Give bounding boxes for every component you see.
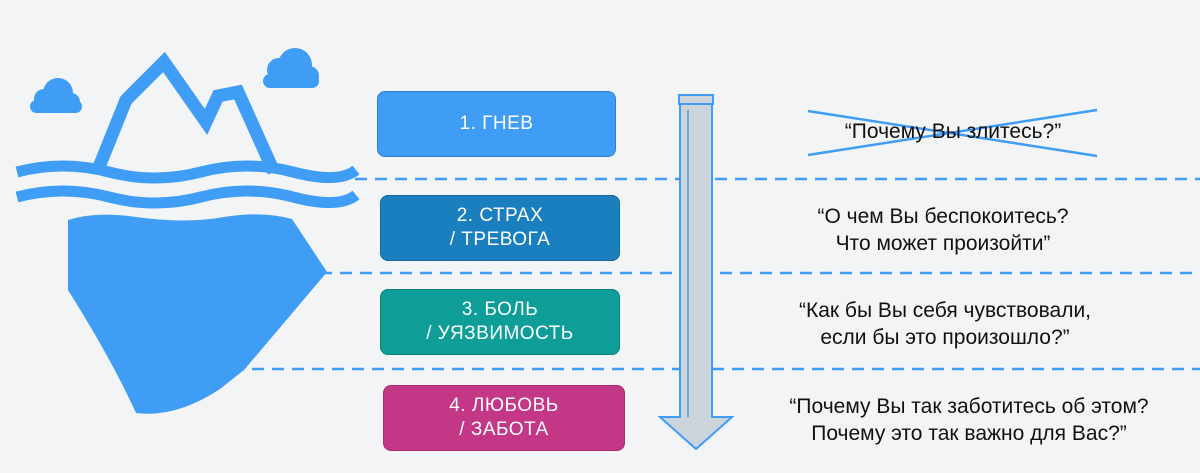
water-wave-top — [15, 160, 360, 184]
iceberg-underwater — [68, 214, 327, 414]
level-label-line: / УЯЗВИМОСТЬ — [426, 323, 574, 344]
level-label-line: / ТРЕВОГА — [449, 229, 551, 250]
question-anger-crossed: “Почему Вы злитесь?” — [743, 118, 1163, 145]
depth-arrow-cap — [678, 94, 714, 105]
level-box-fear: 2. СТРАХ / ТРЕВОГА — [380, 195, 620, 261]
cloud-right-icon — [263, 48, 319, 88]
level-label-line: 3. БОЛЬ — [461, 299, 539, 320]
question-line: “Как бы Вы себя чувствовали, — [798, 299, 1092, 322]
question-line: если бы это произошло?” — [820, 326, 1070, 349]
depth-arrow-icon — [657, 103, 735, 451]
level-label-line: / ЗАБОТА — [459, 419, 549, 440]
question-love: “Почему Вы так заботитесь об этом? Почем… — [749, 393, 1189, 447]
level-label-line: 1. ГНЕВ — [459, 113, 534, 134]
question-fear: “О чем Вы беспокоитесь? Что может произо… — [733, 203, 1153, 257]
question-line: Что может произойти” — [835, 232, 1051, 255]
level-box-love: 4. ЛЮБОВЬ / ЗАБОТА — [383, 385, 625, 451]
level-label-line: 2. СТРАХ — [456, 205, 544, 226]
question-pain: “Как бы Вы себя чувствовали, если бы это… — [735, 297, 1155, 351]
cross-out-line-2 — [807, 108, 1098, 157]
cloud-left-icon — [30, 78, 82, 113]
question-line: Почему это так важно для Вас?” — [811, 422, 1127, 445]
question-line: “Почему Вы так заботитесь об этом? — [789, 395, 1149, 418]
water-wave-bottom — [15, 185, 360, 209]
level-box-pain: 3. БОЛЬ / УЯЗВИМОСТЬ — [380, 289, 620, 355]
question-line: “Почему Вы злитесь?” — [844, 120, 1062, 143]
level-label-line: 4. ЛЮБОВЬ — [449, 395, 559, 416]
iceberg-tip — [90, 51, 280, 175]
question-line: “О чем Вы беспокоитесь? — [817, 205, 1069, 228]
level-box-anger: 1. ГНЕВ — [377, 91, 616, 157]
